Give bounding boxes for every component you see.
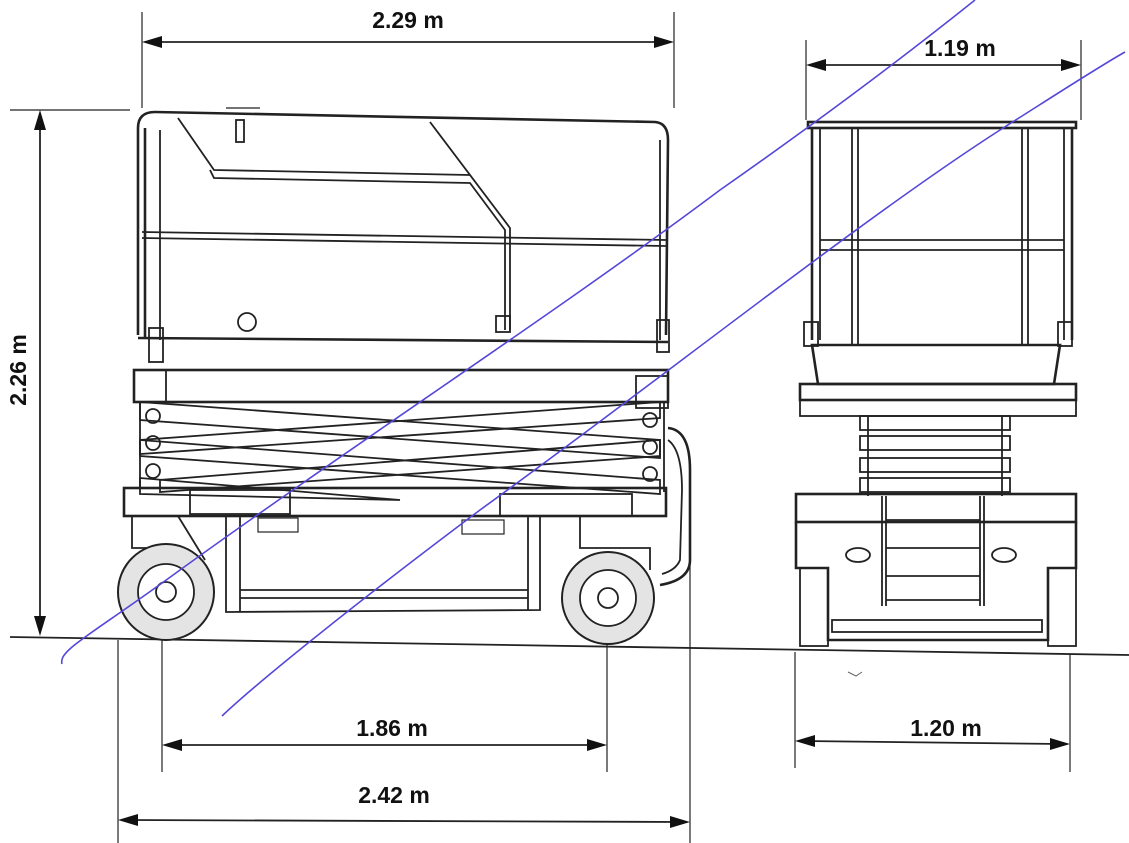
stowed-height-label: 2.26 m [5,334,31,406]
overall-length-label: 2.42 m [358,782,430,808]
pen-stroke-1 [60,0,976,665]
pen-stroke-2 [221,51,1126,717]
stowed-height-dimension: 2.26 m [5,109,130,636]
platform-width-dimension: 1.19 m [805,35,1082,120]
front-view [794,120,1078,647]
platform-length-label: 2.29 m [372,7,444,33]
overall-width-dimension: 1.20 m [794,652,1071,772]
wheelbase-label: 1.86 m [356,715,428,741]
ground-line [9,636,1129,656]
rear-wheel [117,543,215,641]
overall-width-label: 1.20 m [910,715,982,741]
overall-length-dimension: 2.42 m [117,560,691,843]
wheelbase-dimension: 1.86 m [161,640,608,772]
platform-length-dimension: 2.29 m [141,7,675,108]
side-view [122,107,692,613]
platform-width-label: 1.19 m [924,35,996,61]
front-wheel [561,551,655,645]
pen-tick [847,671,863,677]
